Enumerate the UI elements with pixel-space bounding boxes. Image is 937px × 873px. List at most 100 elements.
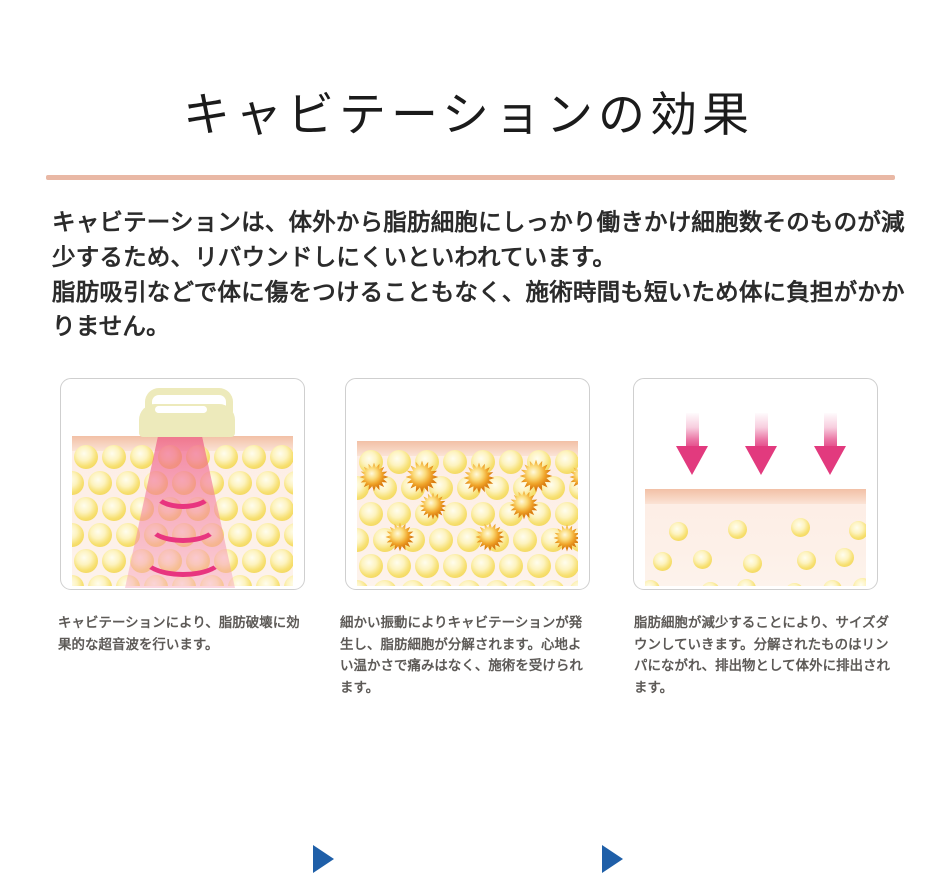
fat-cell xyxy=(88,471,112,495)
fat-layer xyxy=(645,504,866,586)
fat-cell xyxy=(242,549,266,573)
fat-cell xyxy=(555,554,578,578)
fat-cell xyxy=(359,554,383,578)
fat-cell xyxy=(791,518,810,537)
fat-cell xyxy=(228,471,252,495)
fat-cell xyxy=(457,528,481,552)
fat-cell xyxy=(785,583,804,586)
fat-cell xyxy=(415,554,439,578)
fat-cell xyxy=(701,582,720,586)
fat-cell xyxy=(457,580,481,586)
fat-cell xyxy=(359,502,383,526)
burst-cell xyxy=(405,460,439,494)
fat-cell xyxy=(357,528,369,552)
fat-cell xyxy=(743,554,762,573)
fat-cell xyxy=(387,450,411,474)
fat-cell xyxy=(387,502,411,526)
fat-cell xyxy=(116,471,140,495)
fat-cell xyxy=(429,580,453,586)
fat-cell xyxy=(284,471,293,495)
arrow-shaft xyxy=(755,413,768,451)
fat-cell xyxy=(270,549,293,573)
fat-cell xyxy=(849,521,866,540)
infographic-page: キャビテーションの効果 キャビテーションは、体外から脂肪細胞にしっかり働きかけ細… xyxy=(46,90,905,873)
fat-cell xyxy=(270,497,293,521)
fat-cell xyxy=(499,450,523,474)
fat-cell xyxy=(284,575,293,586)
down-arrow xyxy=(745,413,778,475)
fat-layer xyxy=(357,450,578,586)
burst-cell xyxy=(359,462,389,492)
fat-cell xyxy=(443,554,467,578)
fat-cell xyxy=(102,549,126,573)
fat-cell xyxy=(256,575,280,586)
burst-cell xyxy=(385,522,415,552)
caption-text: キャビテーションにより、脂肪破壊に効果的な超音波を行います。 xyxy=(58,615,300,652)
fat-cell xyxy=(72,471,84,495)
fat-cell xyxy=(541,580,565,586)
handpiece-handle xyxy=(145,388,233,412)
handpiece-notch xyxy=(155,406,207,413)
caption-text: 脂肪細胞が減少することにより、サイズダウンしていきます。分解されたものはリンパに… xyxy=(634,615,891,696)
skin-layer xyxy=(645,489,866,504)
fat-cell xyxy=(527,554,551,578)
step-panel-1 xyxy=(60,378,305,590)
arrow-head xyxy=(676,446,708,475)
fat-cell xyxy=(835,548,854,567)
step-caption-1: キャビテーションにより、脂肪破壊に効果的な超音波を行います。 xyxy=(58,612,308,655)
fat-cell xyxy=(74,549,98,573)
fat-cell xyxy=(443,450,467,474)
fat-cell xyxy=(471,502,495,526)
burst-cell xyxy=(419,492,447,520)
fat-cell xyxy=(853,578,866,586)
down-arrow xyxy=(676,413,709,475)
burst-cell xyxy=(475,522,505,552)
size-down-arrows-icon xyxy=(634,379,877,589)
fat-cell xyxy=(373,580,397,586)
fat-cell xyxy=(401,580,425,586)
burst-cell xyxy=(509,490,539,520)
fat-cell xyxy=(242,445,266,469)
burst-cell xyxy=(463,462,495,494)
fat-cell xyxy=(669,522,688,541)
fat-cell xyxy=(228,523,252,547)
fat-cell xyxy=(270,445,293,469)
fat-cell xyxy=(737,579,756,586)
fat-cell xyxy=(102,497,126,521)
fat-cell xyxy=(74,445,98,469)
fat-cell xyxy=(485,580,509,586)
burst-cell xyxy=(553,524,578,552)
arrow-head xyxy=(814,446,846,475)
tissue-cross-section-3 xyxy=(645,489,866,586)
fat-cell xyxy=(357,580,369,586)
page-title: キャビテーションの効果 xyxy=(182,90,755,142)
triangle-right-icon xyxy=(313,845,334,873)
step-caption-2: 細かい振動によりキャビテーションが発生し、脂肪細胞が分解されます。心地よい温かさ… xyxy=(340,612,592,699)
fat-cell xyxy=(797,551,816,570)
step-panel-2 xyxy=(345,378,590,590)
fat-cell xyxy=(443,502,467,526)
fat-cell xyxy=(88,575,112,586)
caption-text: 細かい振動によりキャビテーションが発生し、脂肪細胞が分解されます。心地よい温かさ… xyxy=(340,615,583,696)
fat-cell xyxy=(387,554,411,578)
triangle-right-icon xyxy=(602,845,623,873)
fat-cell xyxy=(256,523,280,547)
fat-cell xyxy=(513,580,537,586)
fat-cell xyxy=(284,523,293,547)
title-divider xyxy=(46,175,895,180)
ultrasound-wave xyxy=(141,537,225,577)
burst-cell xyxy=(519,459,553,493)
fat-cell xyxy=(823,580,842,586)
fat-cell xyxy=(555,502,578,526)
fat-cell xyxy=(513,528,537,552)
ultrasound-handpiece-icon xyxy=(61,379,304,589)
fat-cell xyxy=(228,575,252,586)
burst-cell xyxy=(569,464,578,490)
step-panel-3 xyxy=(633,378,878,590)
ultrasound-wave xyxy=(153,477,213,509)
fat-cell xyxy=(242,497,266,521)
handpiece-device xyxy=(139,388,235,437)
fat-cell xyxy=(653,552,672,571)
fat-cell xyxy=(471,554,495,578)
fat-cell xyxy=(102,445,126,469)
